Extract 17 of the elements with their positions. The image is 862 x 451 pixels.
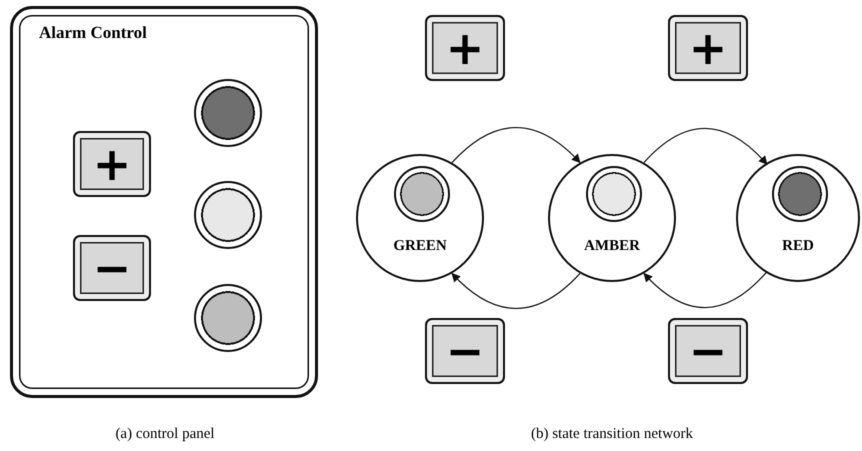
transition-arrow [643,271,768,308]
figure-caption: (a) control panel [115,426,215,443]
state-label: RED [782,238,814,255]
plus-button: + [73,131,151,197]
plus-button: + [425,15,505,81]
control-panel [10,6,318,398]
panel-title: Alarm Control [39,23,147,43]
transition-arrow [452,127,581,164]
plus-button: + [668,15,748,81]
figure-caption: (b) state transition network [530,426,694,443]
minus-button: − [73,235,151,301]
state-label: AMBER [584,238,640,255]
transition-arrow [451,272,580,309]
minus-button: − [425,318,505,384]
state-label: GREEN [393,238,447,255]
minus-button: − [668,318,748,384]
transition-arrow [644,128,768,165]
